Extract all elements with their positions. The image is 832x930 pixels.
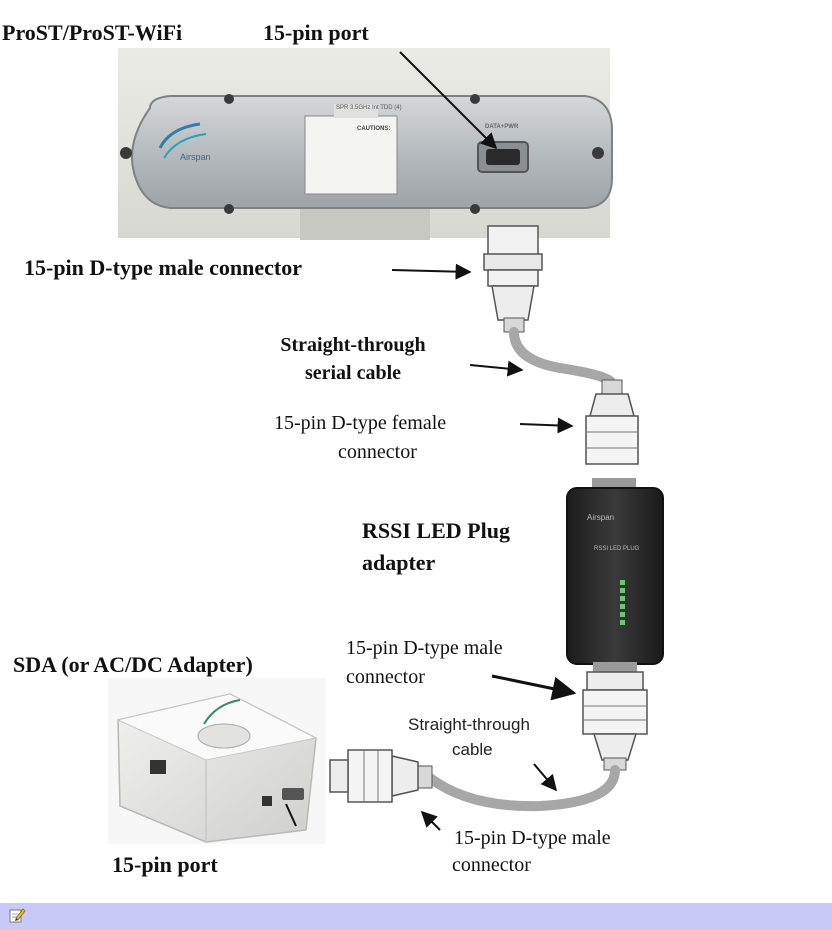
sda-label: SDA (or AC/DC Adapter) [13, 652, 253, 677]
male-connector-mid-label-line1: 15-pin D-type male [346, 637, 503, 659]
male-connector-bottom [329, 749, 441, 831]
prost-device-photo [118, 48, 613, 240]
male-connector-top-label: 15-pin D-type male connector [24, 255, 303, 280]
device-model-text: SPR 3.5GHz Int TDD (4) [336, 105, 402, 111]
device-top-label: ProST/ProST-WiFi [2, 20, 183, 45]
female-connector-label-line1: 15-pin D-type female [274, 412, 447, 434]
straight-through-cable [425, 765, 620, 812]
male-connector-bottom-label-line1: 15-pin D-type male [454, 827, 611, 849]
cable-label-line1: Straight-through [408, 715, 530, 734]
rssi-label-line1: RSSI LED Plug [362, 518, 510, 543]
serial-cable-label-line1: Straight-through [280, 334, 426, 356]
note-pencil-icon [9, 908, 26, 923]
sda-adapter-photo [108, 678, 326, 844]
rssi-label-line2: adapter [362, 550, 436, 575]
device-brand-text: Airspan [180, 152, 211, 162]
male-connector-mid-label-line2: connector [346, 666, 425, 688]
port-bottom-label: 15-pin port [112, 852, 218, 877]
device-caution-text: CAUTIONS: [357, 126, 391, 132]
port-top-label: 15-pin port [263, 20, 369, 45]
serial-cable-top [509, 327, 617, 389]
cable-label-line2: cable [452, 740, 493, 759]
device-port-label-text: DATA+PWR [485, 124, 519, 130]
male-connector-bottom-label-line2: connector [452, 854, 531, 876]
svg-text:RSSI LED PLUG: RSSI LED PLUG [594, 546, 640, 552]
note-bar [0, 903, 832, 930]
svg-text:Airspan: Airspan [587, 513, 614, 522]
male-connector-mid [491, 671, 648, 771]
serial-cable-label-line2: serial cable [304, 362, 402, 384]
male-connector-top [391, 225, 543, 333]
female-connector-label-line2: connector [338, 441, 417, 463]
rssi-led-plug-adapter: Airspan RSSI LED PLUG [566, 478, 664, 674]
female-connector [519, 379, 639, 465]
